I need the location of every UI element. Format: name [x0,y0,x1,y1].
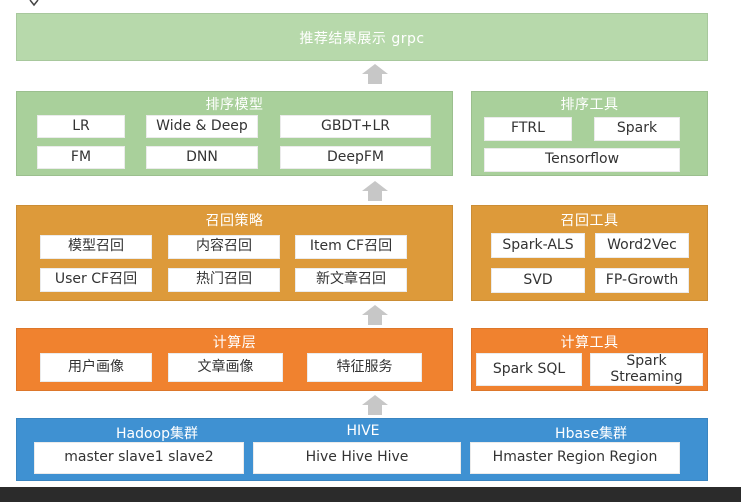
up-arrow-icon [362,64,388,84]
compute-layer-item: 特征服务 [307,353,422,382]
rank-tools-item: Tensorflow [484,148,680,172]
rank-model-title: 排序模型 [205,97,264,113]
recall-strategy-title: 召回策略 [205,213,264,229]
rank-model-item: LR [37,115,125,138]
result-display-layer: 推荐结果展示 grpc [16,13,708,61]
recall-tools-item: FP-Growth [595,268,689,293]
hadoop-title: Hadoop集群 [115,426,198,442]
rank-tools-item: Spark [594,117,680,141]
recall-strategy-item: 新文章召回 [295,268,407,292]
recall-tools-item: SVD [491,268,585,293]
rank-model-item: DNN [146,146,258,169]
hive-title: HIVE [346,423,380,439]
up-arrow-icon [362,181,388,201]
recall-tools-item: Word2Vec [595,233,689,258]
up-arrow-icon [362,305,388,325]
hbase-title: Hbase集群 [555,426,627,442]
compute-layer-title: 计算层 [212,335,257,351]
recall-tools-item: Spark-ALS [491,233,585,258]
recall-strategy-item: 模型召回 [40,235,152,259]
compute-tools-item: Spark SQL [476,353,582,386]
rank-tools-item: FTRL [484,117,572,141]
recall-strategy-item: 内容召回 [168,235,280,259]
rank-model-item: GBDT+LR [280,115,431,138]
rank-tools-title: 排序工具 [560,97,619,113]
hbase-nodes: Hmaster Region Region [470,442,680,474]
recall-strategy-item: 热门召回 [168,268,280,292]
compute-tools-title: 计算工具 [560,335,619,351]
recall-strategy-item: Item CF召回 [295,235,407,259]
corner-mark [29,0,39,7]
result-display-title: 推荐结果展示 grpc [299,31,425,47]
compute-layer-item: 文章画像 [168,353,283,382]
compute-layer-item: 用户画像 [40,353,152,382]
recall-tools-title: 召回工具 [560,213,619,229]
bottom-bar [0,487,741,502]
recall-strategy-item: User CF召回 [40,268,152,292]
rank-model-item: DeepFM [280,146,431,169]
up-arrow-icon [362,395,388,415]
hadoop-nodes: master slave1 slave2 [34,442,244,474]
hive-nodes: Hive Hive Hive [253,442,461,474]
compute-tools-item: Spark Streaming [590,353,703,386]
rank-model-item: Wide & Deep [146,115,258,138]
rank-model-item: FM [37,146,125,169]
